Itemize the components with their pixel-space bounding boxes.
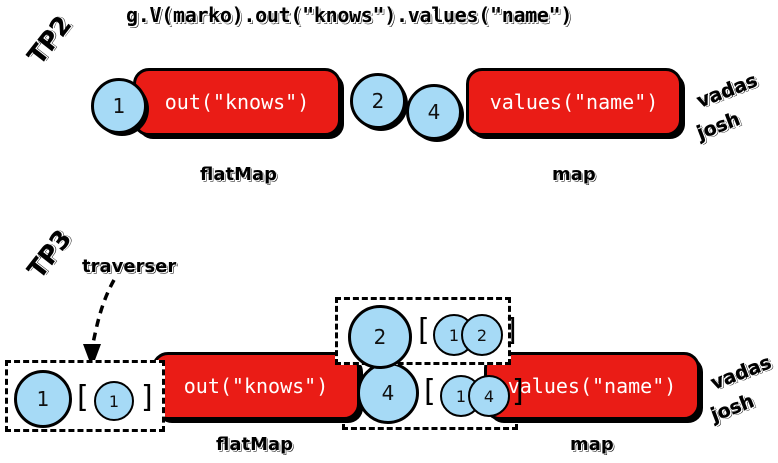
- row-label-tp2: TP2: [22, 10, 78, 70]
- tp2-out-knows-step[interactable]: out("knows"): [133, 68, 341, 136]
- tp2-vertex-circle-4[interactable]: 4: [406, 84, 462, 140]
- tp3-traverser-start-object-1-label: 1: [36, 387, 50, 411]
- tp2-vertex-circle-1[interactable]: 1: [91, 78, 147, 134]
- tp3-values-name-step[interactable]: values("name"): [484, 352, 700, 420]
- tp2-map-caption: map: [552, 164, 596, 185]
- tp3-traverser-lower-bracket-open: [: [424, 374, 436, 409]
- tp2-vertex-circle-4-label: 4: [427, 100, 441, 124]
- tp3-flatmap-caption: flatMap: [216, 434, 294, 455]
- tp3-values-name-step-label: values("name"): [507, 374, 677, 398]
- tp2-output-vadas: vadas: [694, 69, 761, 113]
- tp2-flatmap-caption: flatMap: [200, 164, 278, 185]
- tp3-traverser-upper-object-2[interactable]: 2: [348, 305, 412, 369]
- tp2-vertex-circle-2-label: 2: [371, 89, 385, 113]
- tp3-traverser-start-path-1-label: 1: [108, 391, 120, 411]
- tp2-values-name-step[interactable]: values("name"): [466, 68, 682, 136]
- tp3-traverser-lower-path-4[interactable]: 4: [468, 375, 510, 417]
- tp3-traverser-upper-object-2-label: 2: [373, 325, 387, 349]
- tp3-traverser-lower-path-4-label: 4: [483, 386, 495, 406]
- tp3-traverser-start-path-1[interactable]: 1: [94, 381, 134, 421]
- tp2-vertex-circle-2[interactable]: 2: [350, 73, 406, 129]
- tp3-output-vadas: vadas: [708, 351, 775, 395]
- tp3-out-knows-step[interactable]: out("knows"): [152, 352, 360, 420]
- page-title: g.V(marko).out("knows").values("name"): [126, 3, 573, 27]
- tp3-traverser-lower-object-4-label: 4: [381, 381, 395, 405]
- tp3-traverser-start-bracket-close: ]: [141, 380, 153, 415]
- tp3-map-caption: map: [570, 434, 614, 455]
- tp3-traverser-lower-bracket-close: ]: [512, 374, 524, 409]
- traverser-annotation-label: traverser: [82, 256, 177, 277]
- tp3-traverser-upper-path-2-label: 2: [476, 325, 488, 345]
- tp3-traverser-lower-object-4[interactable]: 4: [357, 362, 419, 424]
- tp3-out-knows-step-label: out("knows"): [183, 374, 329, 398]
- tp3-traverser-upper-bracket-open: [: [418, 313, 430, 348]
- row-label-tp3: TP3: [22, 224, 78, 284]
- tp3-traverser-upper-bracket-close: ]: [505, 313, 517, 348]
- tp3-output-josh: josh: [708, 390, 758, 427]
- tp3-traverser-upper-path-2[interactable]: 2: [461, 314, 503, 356]
- tp2-vertex-circle-1-label: 1: [112, 94, 126, 118]
- tp3-traverser-lower-path-1-label: 1: [455, 386, 467, 406]
- tp3-traverser-start-object-1[interactable]: 1: [14, 370, 72, 428]
- tp3-traverser-start-bracket-open: [: [77, 380, 89, 415]
- tp2-values-name-step-label: values("name"): [489, 90, 659, 114]
- tp3-traverser-upper-path-1-label: 1: [448, 325, 460, 345]
- tp2-out-knows-step-label: out("knows"): [164, 90, 310, 114]
- tp2-output-josh: josh: [694, 108, 744, 145]
